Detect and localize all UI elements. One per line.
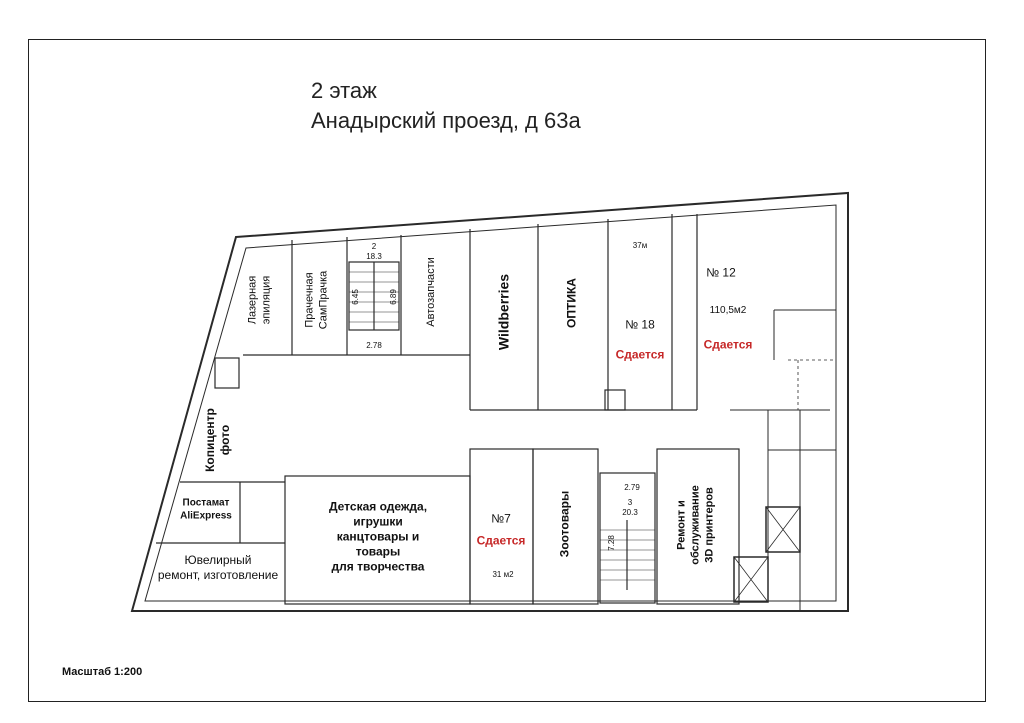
jeweler-room-label: Ювелирный ремонт, изготовление bbox=[157, 553, 279, 582]
address-title: Анадырский проезд, д 63а bbox=[311, 108, 581, 133]
floor-title: 2 этаж bbox=[311, 78, 377, 103]
stairs-2-dimension-2: 6.89 bbox=[389, 289, 398, 305]
wildberries-room-label: Wildberries bbox=[495, 273, 512, 351]
postamat-label: Постамат AliExpress bbox=[180, 497, 232, 522]
scale-label: Масштаб 1:200 bbox=[62, 666, 143, 678]
room-12-status: Сдается bbox=[703, 337, 753, 352]
kids-store-label: Детская одежда, игрушки канцтовары и тов… bbox=[328, 499, 428, 574]
room-12-area: 110,5м2 bbox=[709, 304, 747, 316]
shaft-icon-2 bbox=[604, 389, 626, 411]
room-7-number: №7 bbox=[491, 511, 511, 526]
stairs-2-number: 2 bbox=[371, 242, 377, 251]
stairs-3-dimension-1: 2.79 bbox=[624, 483, 640, 492]
elevator-2 bbox=[733, 556, 769, 603]
zoo-room bbox=[532, 448, 599, 605]
zoo-room-label: Зоотовары bbox=[557, 490, 572, 558]
optika-room-label: ОПТИКА bbox=[564, 278, 579, 328]
room-7-status: Сдается bbox=[476, 533, 526, 548]
laser-room-label: Лазерная эпиляция bbox=[246, 275, 272, 325]
room-7 bbox=[469, 448, 534, 605]
building-outline bbox=[130, 191, 849, 612]
repair-room bbox=[656, 448, 740, 605]
room-18-area: 37м bbox=[632, 241, 648, 250]
stairs-3-number: 3 bbox=[627, 498, 633, 507]
room-18-number: № 18 bbox=[625, 317, 655, 332]
sheet-frame bbox=[28, 39, 986, 702]
room-12-number: № 12 bbox=[706, 265, 736, 280]
building-outline-inner bbox=[144, 204, 837, 602]
shaft-icon bbox=[214, 357, 240, 389]
laundry-room-label: Прачечная СамПрачка bbox=[303, 270, 329, 330]
stairs-2-area: 18.3 bbox=[366, 252, 382, 261]
room-7-area: 31 м2 bbox=[492, 570, 514, 579]
autoparts-room-label: Автозапчасти bbox=[425, 257, 438, 327]
stairs-2-dimension-3: 2.78 bbox=[366, 341, 382, 350]
copycenter-room-label: Копицентр фото bbox=[203, 408, 232, 472]
stairs-3-area: 20.3 bbox=[622, 508, 638, 517]
elevator-1 bbox=[765, 506, 801, 553]
stairs-3 bbox=[599, 472, 656, 604]
stairs-3-dimension-2: 7.28 bbox=[607, 535, 616, 551]
repair-room-label: Ремонт и обслуживание 3D принтеров bbox=[675, 485, 715, 565]
stairs-2-dimension-1: 6.45 bbox=[351, 289, 360, 305]
room-18-status: Сдается bbox=[615, 347, 665, 362]
